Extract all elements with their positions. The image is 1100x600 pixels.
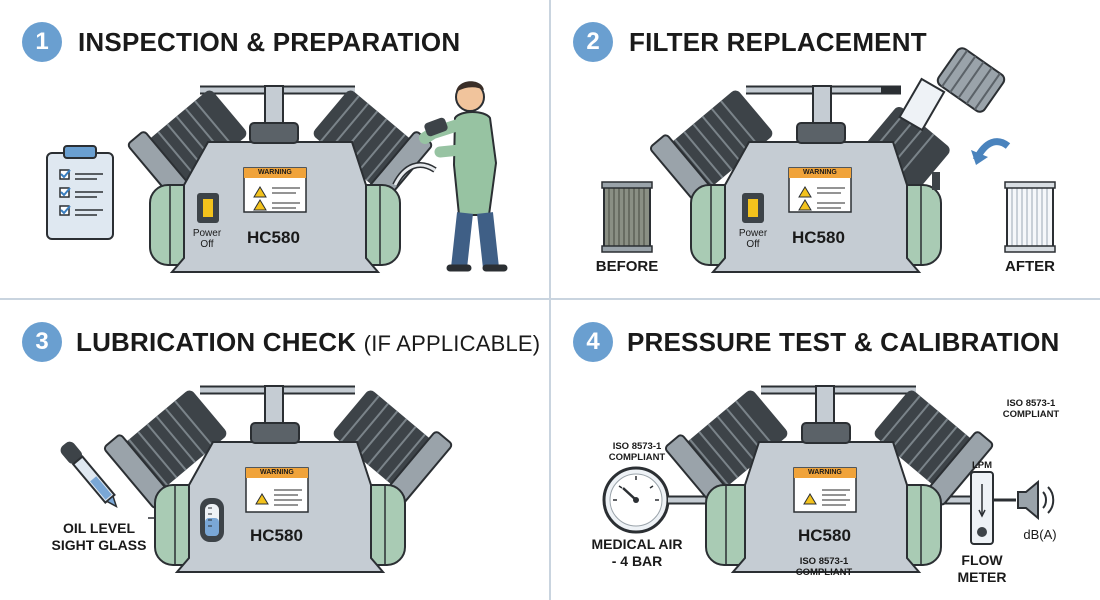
step-number-badge: 3: [22, 322, 62, 362]
step-3-panel: 3 LUBRICATION CHECK (IF APPLICABLE): [0, 300, 549, 598]
dropper-icon: [60, 441, 118, 508]
new-filter-icon: [1004, 181, 1056, 253]
decibel-label: dB(A): [1023, 527, 1057, 542]
step-number-badge: 4: [573, 322, 613, 362]
pressure-gauge-icon: [602, 466, 670, 534]
compressor-illustration: [602, 385, 1055, 573]
horizontal-divider: [0, 298, 1100, 300]
step-title-note: (IF APPLICABLE): [363, 331, 541, 356]
warning-label: WARNING: [260, 469, 294, 476]
vertical-divider: [549, 0, 551, 600]
compressor-body: [649, 47, 1006, 273]
step-2-panel: 2 FILTER REPLACEMENT: [551, 0, 1100, 298]
model-label: HC580: [798, 526, 851, 545]
model-label: HC580: [247, 228, 300, 247]
medical-air-label: MEDICAL AIR- 4 BAR: [591, 536, 683, 569]
step-number-badge: 1: [22, 22, 62, 62]
warning-label: WARNING: [808, 469, 842, 476]
technician-figure: [419, 81, 508, 272]
lpm-label: LPM: [971, 460, 993, 471]
compressor-body: [664, 385, 994, 573]
step-title: PRESSURE TEST & CALIBRATION: [627, 327, 1060, 357]
compressor-body: [103, 385, 453, 573]
speaker-icon: [1017, 479, 1055, 521]
compressor-illustration: [60, 385, 453, 573]
model-label: HC580: [792, 228, 845, 247]
step-1-panel: 1 INSPECTION & PREPARATION: [0, 0, 549, 298]
step-number-badge: 2: [573, 22, 613, 62]
warning-label: WARNING: [258, 169, 292, 176]
step-title: LUBRICATION CHECK (IF APPLICABLE): [76, 327, 541, 357]
step-4-panel: 4 PRESSURE TEST & CALIBRATION: [551, 300, 1100, 598]
warning-label: WARNING: [803, 169, 837, 176]
before-label: BEFORE: [595, 258, 659, 275]
model-label: HC580: [250, 526, 303, 545]
old-filter-icon: [601, 181, 653, 253]
step-title: FILTER REPLACEMENT: [629, 27, 927, 57]
compressor-body: [127, 85, 437, 273]
after-label: AFTER: [1005, 258, 1055, 275]
flow-meter-icon: [970, 471, 994, 545]
compressor-illustration: [46, 81, 508, 273]
compressor-illustration: [601, 47, 1056, 273]
step-title: INSPECTION & PREPARATION: [78, 27, 461, 57]
clipboard-icon: [46, 145, 114, 240]
